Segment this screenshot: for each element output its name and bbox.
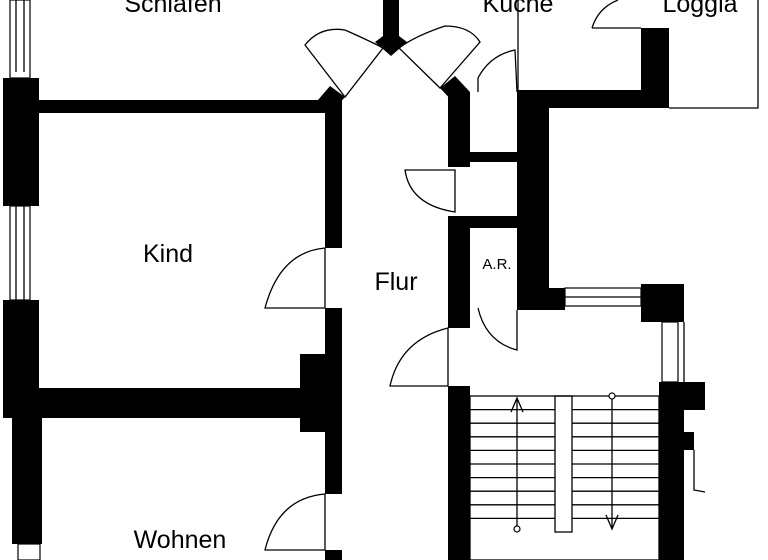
wall-loggia-left bbox=[641, 28, 669, 108]
wall-bath-bottom bbox=[459, 216, 523, 228]
label-flur: Flur bbox=[374, 268, 417, 296]
staircase bbox=[469, 392, 660, 560]
outer-wall-left-upper bbox=[3, 78, 39, 206]
wall-stair-left bbox=[448, 386, 470, 560]
door-kueche-right bbox=[398, 25, 481, 89]
window-landing-right bbox=[661, 321, 679, 383]
room-labels: Schlafen Küche Loggia Kind Flur A.R. Woh… bbox=[124, 0, 737, 554]
wall-landing-left bbox=[517, 288, 565, 310]
doors bbox=[264, 25, 518, 551]
stair-eye bbox=[554, 395, 573, 533]
door-ar bbox=[477, 307, 518, 351]
stair-edge bbox=[693, 450, 706, 493]
loggia-door-arc bbox=[591, 0, 641, 29]
loggia-outline bbox=[669, 0, 759, 109]
door-entry bbox=[389, 327, 449, 387]
stair-steps-left bbox=[470, 408, 555, 520]
outer-wall-left-middle bbox=[3, 300, 39, 418]
window-schlafen bbox=[9, 0, 31, 79]
door-kind bbox=[264, 247, 326, 309]
wall-corner-schlafen bbox=[318, 86, 345, 113]
wall-wohnen-flur bbox=[325, 418, 342, 494]
wall-kind-flur-lower bbox=[325, 308, 342, 358]
windows bbox=[9, 0, 679, 560]
window-wohnen bbox=[17, 543, 41, 560]
wall-wohnen-flur-bottom bbox=[325, 550, 342, 560]
wall-ar-left bbox=[448, 216, 470, 328]
wall-stair-notch bbox=[684, 432, 694, 450]
label-abstellraum: A.R. bbox=[482, 256, 511, 273]
door-bath-top bbox=[477, 49, 518, 93]
wall-stair-right bbox=[659, 382, 684, 560]
wall-bath-right bbox=[517, 92, 549, 310]
wall-schlafen-kind bbox=[39, 100, 331, 113]
label-schlafen: Schlafen bbox=[124, 0, 221, 18]
wall-kueche-bottom bbox=[517, 90, 667, 108]
window-kind bbox=[9, 205, 31, 301]
wall-kind-wohnen bbox=[39, 388, 331, 418]
wall-kind-flur-upper bbox=[325, 100, 342, 248]
wall-top-stub-cap bbox=[375, 30, 407, 56]
label-loggia: Loggia bbox=[662, 0, 737, 18]
wall-bath-left bbox=[448, 92, 470, 167]
outer-wall-left-lower bbox=[12, 418, 42, 544]
door-schlafen-left bbox=[304, 28, 384, 99]
label-wohnen: Wohnen bbox=[134, 526, 227, 554]
label-kueche: Küche bbox=[483, 0, 554, 18]
thin-lines bbox=[517, 0, 759, 493]
door-wohnen bbox=[264, 493, 326, 551]
door-bath bbox=[404, 169, 456, 213]
label-kind: Kind bbox=[143, 240, 193, 268]
wall-bath-mid bbox=[459, 152, 523, 162]
wall-landing-right bbox=[641, 284, 684, 322]
stair-steps-right bbox=[572, 408, 659, 520]
walls bbox=[3, 0, 705, 560]
